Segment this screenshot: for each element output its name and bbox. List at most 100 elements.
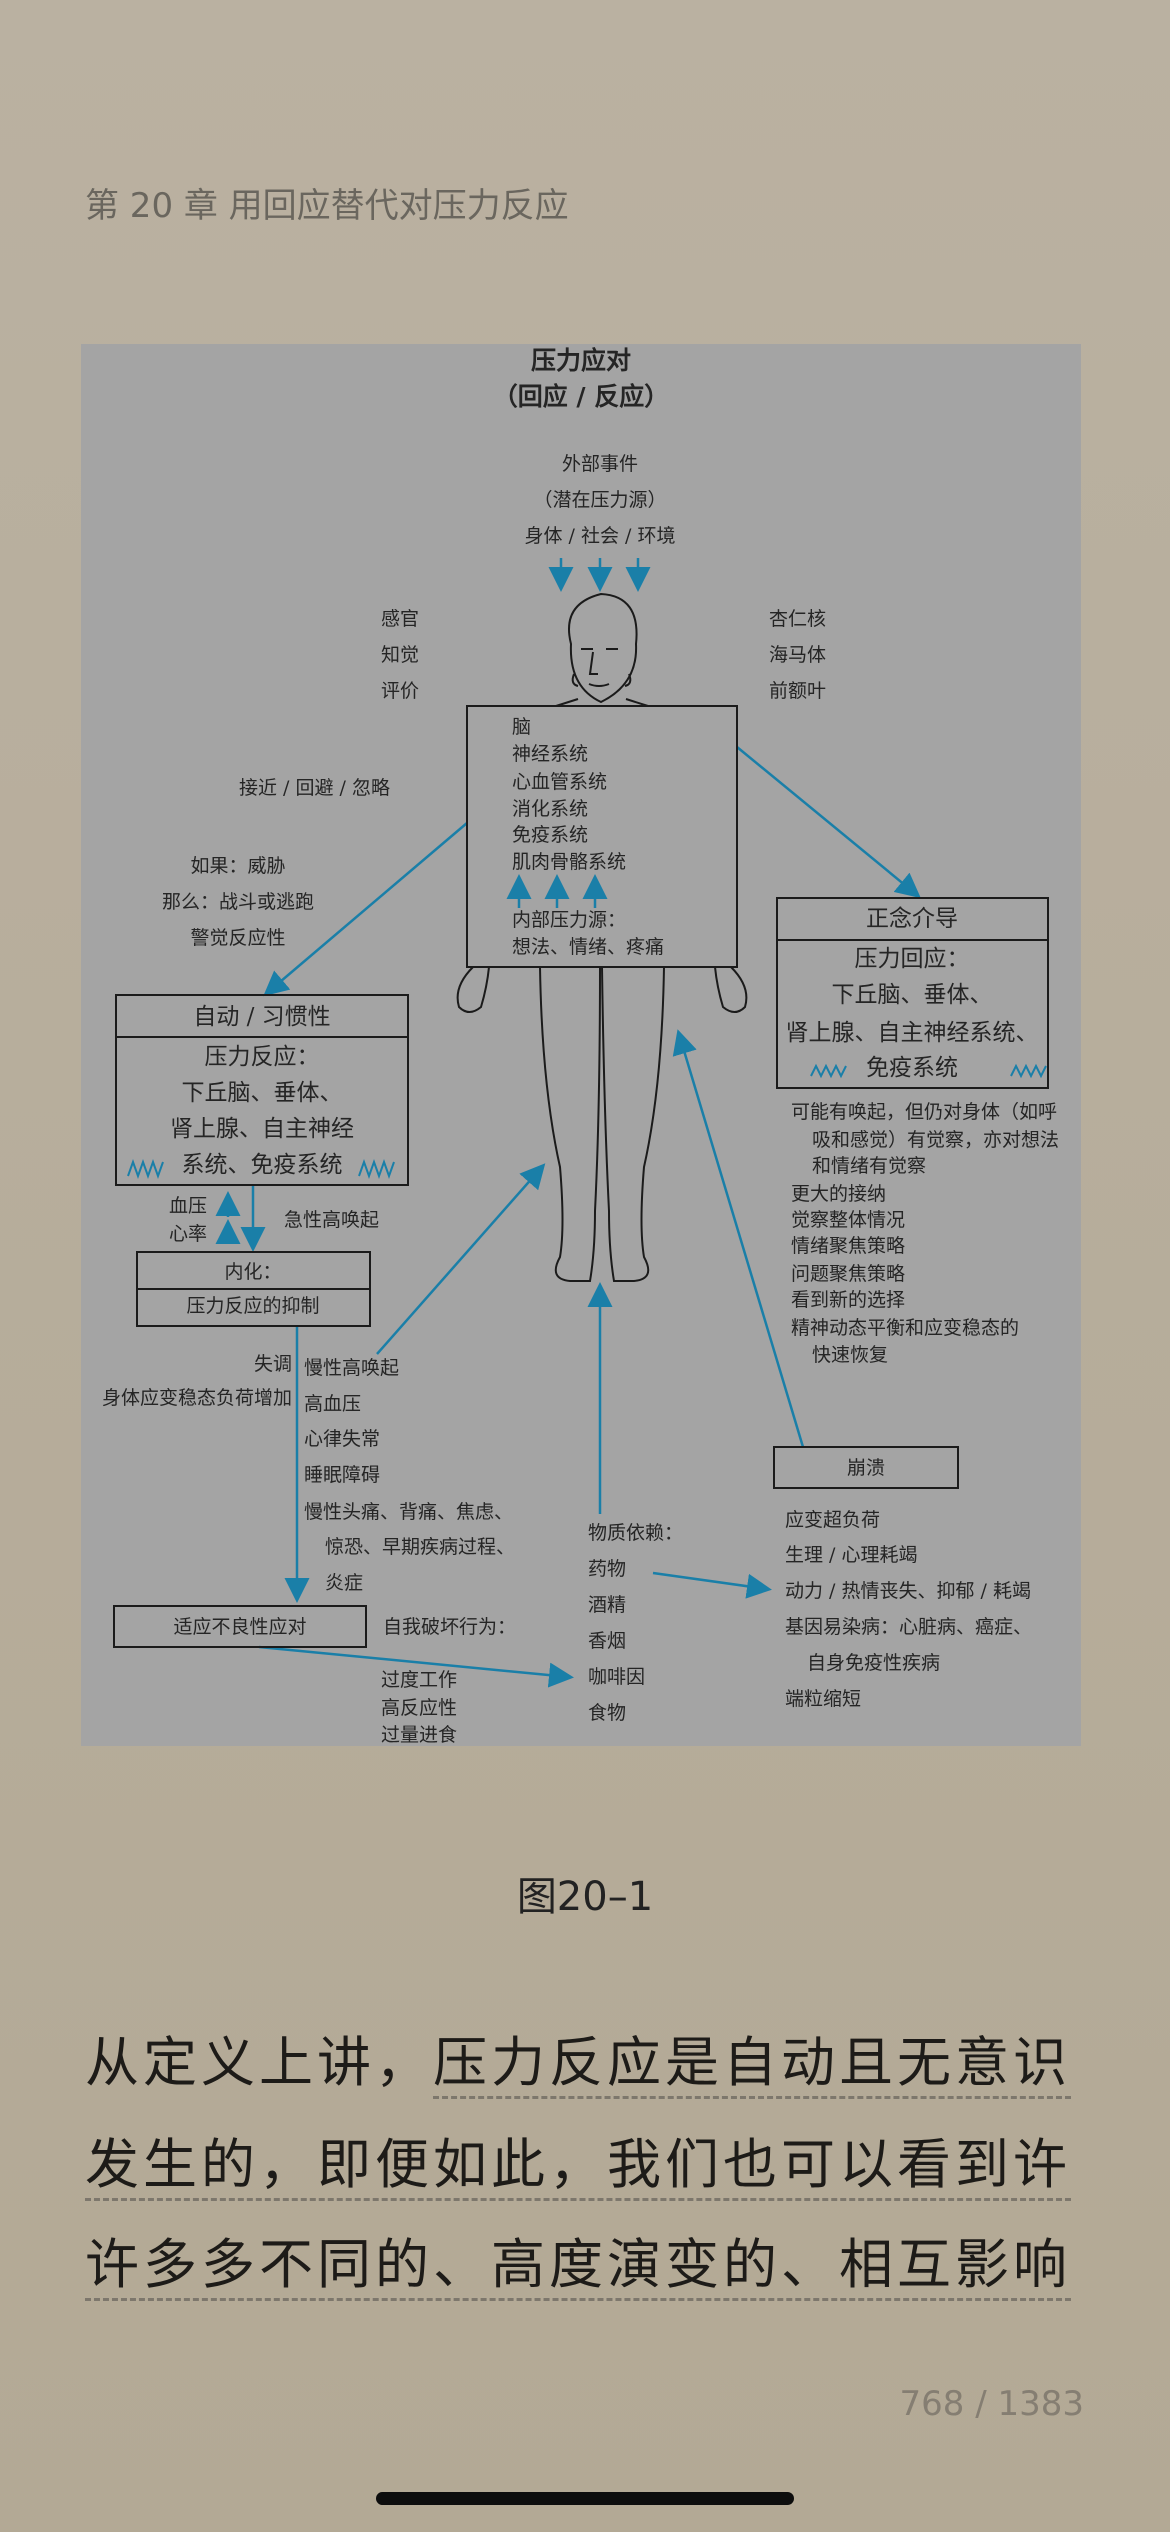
collapse-result: 自身免疫性疾病 [807, 1652, 941, 1674]
collapse-box [773, 1446, 959, 1489]
arrow [263, 822, 468, 997]
internalize-sub: 压力反应的抑制 [186, 1295, 320, 1317]
auto-box-title: 自动 / 习惯性 [193, 1004, 331, 1030]
chronic-item: 心律失常 [304, 1428, 381, 1450]
collapse-result: 基因易染病：心脏病、癌症、 [785, 1616, 1033, 1638]
collapse-result: 端粒缩短 [785, 1688, 862, 1710]
arrow [376, 1163, 546, 1355]
system-item: 免疫系统 [512, 824, 589, 846]
heart-rate-label: 心率 [169, 1223, 208, 1245]
mind-box [776, 897, 1049, 1089]
mind-box-title: 正念介导 [866, 906, 958, 932]
system-item: 神经系统 [512, 743, 589, 765]
behavior-item: 过度工作 [381, 1669, 458, 1691]
substance-item: 药物 [588, 1558, 627, 1580]
auto-box-line: 压力反应： [204, 1044, 320, 1070]
collapse-label: 崩溃 [846, 1457, 886, 1479]
mind-box-line: 压力回应： [854, 946, 970, 972]
auto-box [115, 994, 409, 1186]
system-item: 消化系统 [512, 798, 589, 820]
collapse-result: 动力 / 热情丧失、抑郁 / 耗竭 [785, 1580, 1031, 1602]
page-number: 768 / 1383 [899, 2384, 1085, 2424]
left-label: 感官 [381, 608, 420, 630]
mind-result: 可能有唤起，但仍对身体（如呼 [791, 1101, 1058, 1123]
mind-result: 看到新的选择 [791, 1289, 906, 1311]
substance-item: 食物 [588, 1702, 627, 1724]
home-indicator[interactable] [376, 2492, 794, 2505]
arrow [736, 746, 921, 899]
mind-result: 和情绪有觉察 [812, 1155, 927, 1177]
right-label: 前额叶 [769, 680, 827, 702]
dysregulation-label: 失调 [253, 1353, 292, 1375]
arrow [652, 1571, 772, 1599]
highlighted-text[interactable]: 压力反应是自动且无意识 [433, 2031, 1071, 2099]
diagram-title: 压力应对 [530, 346, 632, 375]
right-label: 杏仁核 [769, 608, 827, 630]
zigzag-icon [1010, 1063, 1047, 1079]
threat-label: 那么：战斗或逃跑 [161, 891, 315, 913]
behavior-item: 高反应性 [381, 1697, 458, 1719]
external-label: 外部事件 [561, 453, 639, 475]
substance-item: 酒精 [588, 1594, 627, 1616]
system-item: 脑 [512, 716, 532, 738]
maladaptive-box [113, 1605, 367, 1648]
mind-box-line: 下丘脑、垂体、 [831, 982, 993, 1008]
body-line[interactable]: 从定义上讲，压力反应是自动且无意识 [85, 2028, 1071, 2099]
body-line[interactable]: 许多多不同的、高度演变的、相互影响 [85, 2230, 1071, 2301]
collapse-result: 生理 / 心理耗竭 [785, 1544, 918, 1566]
collapse-result: 应变超负荷 [785, 1509, 881, 1531]
mind-result: 情绪聚焦策略 [791, 1235, 906, 1257]
threat-label: 警觉反应性 [190, 927, 286, 949]
mind-result: 精神动态平衡和应变稳态的 [791, 1317, 1020, 1339]
mind-result: 觉察整体情况 [791, 1209, 906, 1231]
chronic-item: 惊恐、早期疾病过程、 [325, 1536, 516, 1558]
highlighted-text[interactable]: 许多多不同的、高度演变的、相互影响 [85, 2233, 1071, 2301]
blood-pressure-label: 血压 [169, 1195, 208, 1217]
zigzag-icon [358, 1159, 395, 1179]
behavior-item: 过量进食 [381, 1724, 458, 1746]
highlighted-text[interactable]: 发生的，即便如此，我们也可以看到许 [85, 2133, 1071, 2201]
self-destruct-label: 自我破坏行为： [383, 1616, 517, 1638]
auto-box-line: 系统、免疫系统 [181, 1152, 343, 1178]
human-figure [456, 592, 748, 1282]
zigzag-icon [127, 1159, 164, 1179]
right-label: 海马体 [769, 644, 827, 666]
substance-item: 物质依赖： [588, 1522, 684, 1544]
left-label: 评价 [381, 680, 420, 702]
body-text: 从定义上讲， [85, 2031, 433, 2094]
auto-box-line: 下丘脑、垂体、 [181, 1080, 343, 1106]
substance-item: 香烟 [588, 1630, 627, 1652]
zigzag-icon [810, 1063, 847, 1079]
body-box [466, 705, 738, 968]
system-item: 心血管系统 [512, 771, 608, 793]
chronic-item: 慢性高唤起 [304, 1357, 400, 1379]
external-label: （潜在压力源） [533, 489, 667, 511]
body-line[interactable]: 发生的，即便如此，我们也可以看到许 [85, 2130, 1071, 2201]
arrow [672, 1029, 805, 1448]
load-label: 身体应变稳态负荷增加 [101, 1387, 292, 1409]
mind-result: 问题聚焦策略 [791, 1263, 906, 1285]
diagram-subtitle: （回应 / 反应） [492, 382, 670, 411]
chronic-item: 睡眠障碍 [304, 1464, 381, 1486]
mind-result: 吸和感觉）有觉察，亦对想法 [812, 1129, 1060, 1151]
mind-box-line: 免疫系统 [866, 1055, 958, 1081]
left-label: 知觉 [381, 644, 420, 666]
figure-caption: 图20–1 [516, 1874, 654, 1920]
chronic-item: 高血压 [304, 1393, 362, 1415]
internal-label: 想法、情绪、疼痛 [512, 936, 665, 958]
diagram-lines [113, 558, 1049, 1688]
threat-label: 如果：威胁 [190, 855, 286, 877]
mind-box-line: 肾上腺、自主神经系统、 [785, 1020, 1039, 1046]
mind-result: 更大的接纳 [791, 1183, 887, 1205]
acute-label: 急性高唤起 [284, 1209, 380, 1231]
stress-coping-diagram[interactable]: 压力应对 （回应 / 反应） 外部事件 （潜在压力源） 身体 / 社会 / 环境… [81, 344, 1081, 1746]
system-item: 肌肉骨骼系统 [512, 851, 627, 873]
mind-result: 快速恢复 [812, 1344, 889, 1366]
substance-item: 咖啡因 [588, 1666, 646, 1688]
arrow [258, 1645, 574, 1688]
chapter-title: 第 20 章 用回应替代对压力反应 [85, 186, 569, 226]
auto-box-line: 肾上腺、自主神经 [170, 1116, 354, 1142]
internal-label: 内部压力源： [512, 909, 627, 931]
maladaptive-label: 适应不良性应对 [173, 1616, 307, 1638]
chronic-item: 炎症 [325, 1572, 364, 1594]
